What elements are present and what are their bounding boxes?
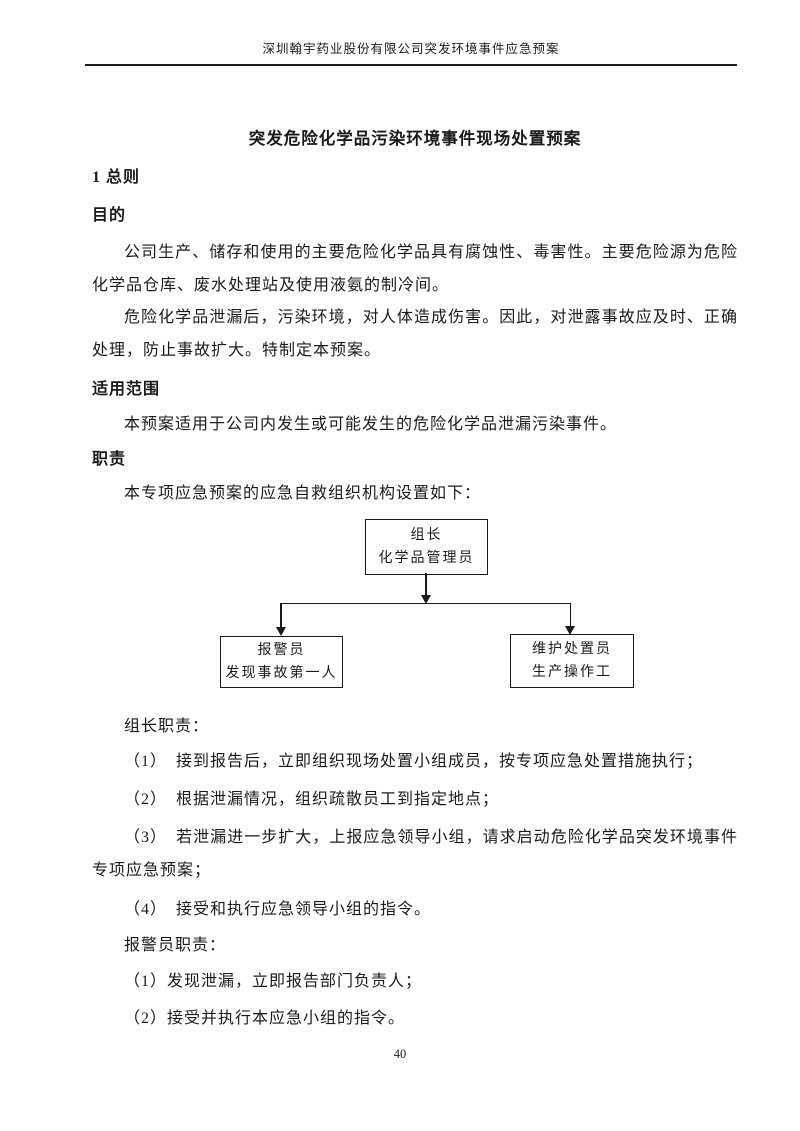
page-number: 40 — [393, 1047, 407, 1061]
org-box-alarm-person: 发现事故第一人 — [225, 666, 338, 681]
org-box-alarm-role: 报警员 — [257, 643, 306, 658]
page-content: 突发危险化学品污染环境事件现场处置预案 1 总则 目的 公司生产、储存和使用的主… — [92, 0, 738, 1131]
org-box-maintenance: 维护处置员 生产操作工 — [510, 634, 634, 688]
purpose-paragraph-2: 危险化学品泄漏后，污染环境，对人体造成伤害。因此，对泄露事故应及时、正确处理，防… — [92, 309, 738, 359]
connector-vertical-left — [280, 604, 282, 628]
leader-duty-item-3: （3） 若泄漏进一步扩大，上报应急领导小组，请求启动危险化学品突发环境事件专项应… — [92, 829, 738, 879]
running-header: 深圳翰宇药业股份有限公司突发环境事件应急预案 — [85, 38, 737, 66]
arrow-down-icon — [565, 626, 575, 635]
leader-duty-item-4: （4） 接受和执行应急领导小组的指令。 — [124, 901, 432, 918]
org-box-maintenance-person: 生产操作工 — [532, 665, 612, 680]
arrow-down-icon — [420, 595, 431, 604]
org-box-leader: 组长 化学品管理员 — [365, 519, 488, 575]
purpose-heading: 目的 — [92, 207, 127, 224]
leader-duty-item-2: （2） 根据泄漏情况，组织疏散员工到指定地点； — [124, 791, 500, 808]
chapter-heading: 1 总则 — [92, 169, 141, 186]
scope-paragraph: 本预案适用于公司内发生或可能发生的危险化学品泄漏污染事件。 — [124, 416, 618, 433]
document-title: 突发危险化学品污染环境事件现场处置预案 — [248, 129, 582, 148]
arrow-down-icon — [275, 627, 286, 636]
connector-vertical-right — [569, 604, 571, 628]
leader-duty-item-1: （1） 接到报告后，立即组织现场处置小组成员，按专项应急处置措施执行； — [124, 753, 704, 770]
org-box-maintenance-role: 维护处置员 — [532, 642, 612, 657]
leader-duties-heading: 组长职责： — [124, 718, 210, 735]
org-box-alarm: 报警员 发现事故第一人 — [220, 636, 343, 688]
alarm-duty-item-2: （2）接受并执行本应急小组的指令。 — [124, 1010, 406, 1027]
org-box-leader-role: 组长 — [410, 528, 443, 543]
alarm-duties-heading: 报警员职责： — [124, 937, 227, 954]
alarm-duty-item-1: （1）发现泄漏，立即报告部门负责人； — [124, 973, 423, 990]
purpose-paragraph-1: 公司生产、储存和使用的主要危险化学品具有腐蚀性、毒害性。主要危险源为危险化学品仓… — [92, 244, 738, 294]
connector-vertical-top — [425, 573, 427, 597]
org-box-leader-person: 化学品管理员 — [378, 551, 475, 566]
duties-heading: 职责 — [92, 451, 127, 468]
scope-heading: 适用范围 — [92, 381, 161, 398]
connector-horizontal — [280, 602, 571, 604]
duties-intro: 本专项应急预案的应急自救组织机构设置如下： — [124, 485, 482, 502]
